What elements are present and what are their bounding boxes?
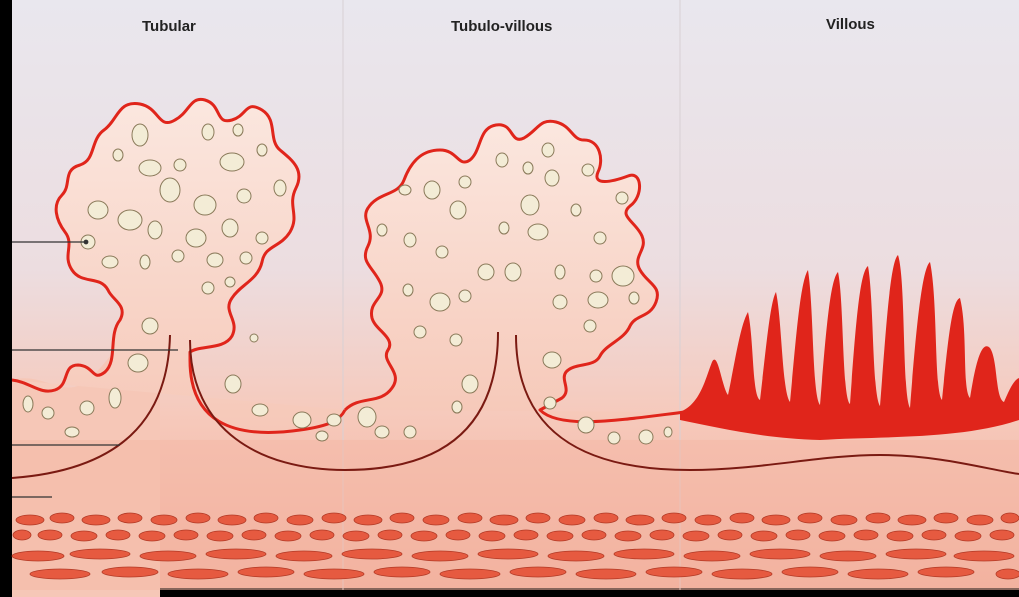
tubular-title: Tubular <box>142 18 196 35</box>
villous-title: Villous <box>826 16 875 33</box>
left-black-border <box>0 0 12 597</box>
tubulo-villous-title: Tubulo-villous <box>451 18 552 35</box>
